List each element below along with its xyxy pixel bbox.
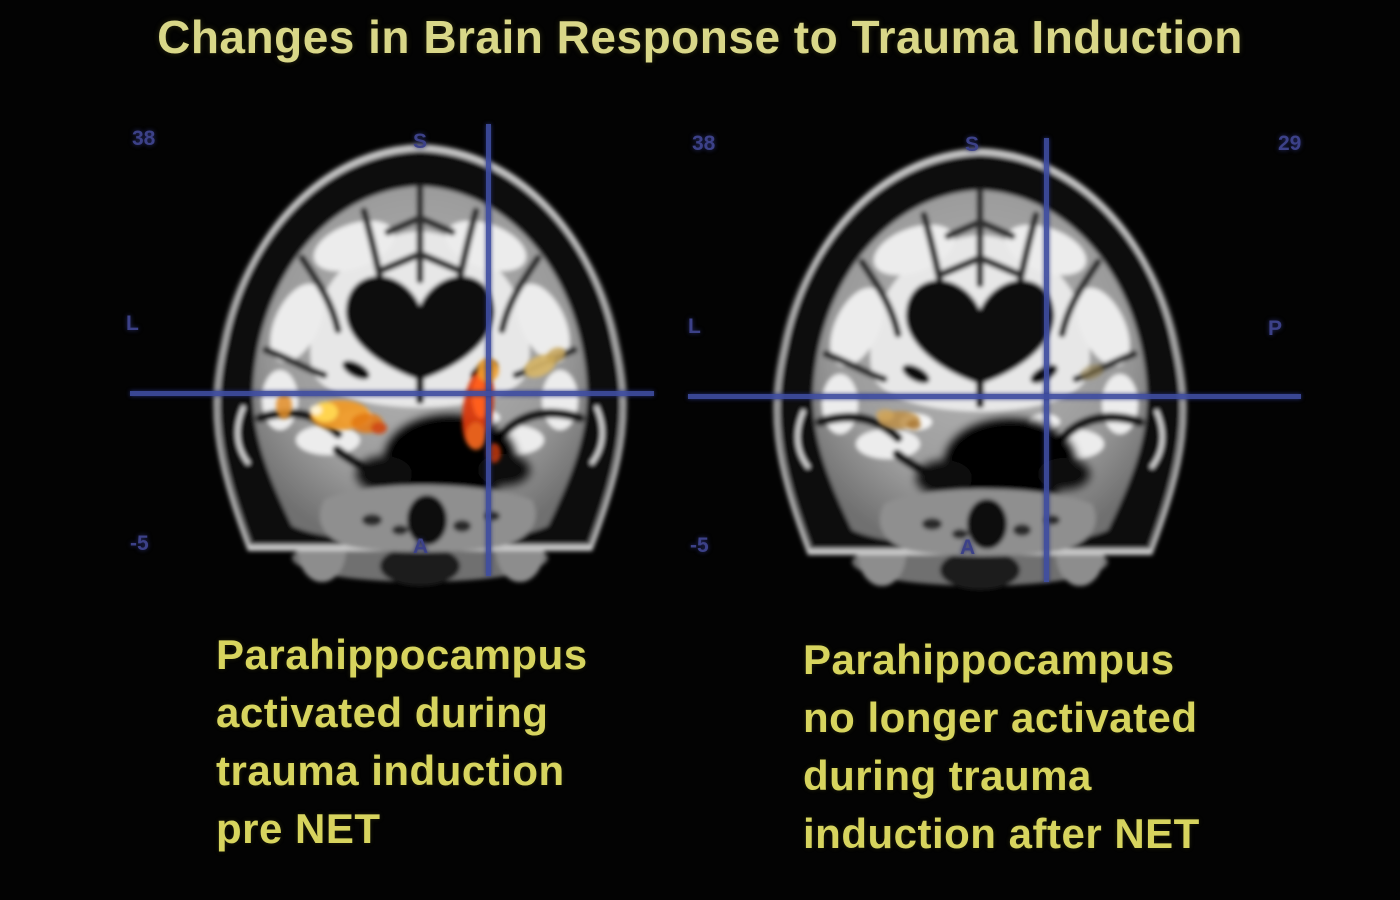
orientation-label-anterior-pre: A xyxy=(413,535,429,558)
caption-pre-net: Parahippocampus activated during trauma … xyxy=(216,626,588,858)
crosshair-vertical-line-post xyxy=(1044,138,1049,582)
orientation-label-left-pre: L xyxy=(126,312,139,335)
brain-scan-post-net-image xyxy=(692,122,1252,592)
caption-line: pre NET xyxy=(216,805,381,852)
crosshair-horizontal-line-post xyxy=(688,394,1301,399)
caption-line: Parahippocampus xyxy=(803,636,1175,683)
caption-line: activated during xyxy=(216,689,549,736)
orientation-label-anterior-post: A xyxy=(960,536,976,559)
orientation-label-slice2-post: 29 xyxy=(1278,132,1302,155)
caption-line: no longer activated xyxy=(803,694,1198,741)
orientation-label-slice-post: 38 xyxy=(692,132,716,155)
orientation-label-superior-pre: S xyxy=(413,130,428,153)
crosshair-horizontal-line-pre xyxy=(130,391,654,396)
slide-title: Changes in Brain Response to Trauma Indu… xyxy=(157,11,1243,63)
caption-line: Parahippocampus xyxy=(216,631,588,678)
orientation-label-slice-pre: 38 xyxy=(132,127,156,150)
mri-panel-pre-net xyxy=(132,118,692,588)
crosshair-vertical-line-pre xyxy=(486,124,491,576)
caption-line: trauma induction xyxy=(216,747,565,794)
orientation-label-coord-post: -5 xyxy=(690,534,709,557)
orientation-label-posterior-post: P xyxy=(1268,317,1283,340)
brain-scan-pre-net-image xyxy=(132,118,692,588)
mri-panel-post-net xyxy=(692,122,1252,592)
caption-line: induction after NET xyxy=(803,810,1200,857)
orientation-label-coord-pre: -5 xyxy=(130,532,149,555)
caption-line: during trauma xyxy=(803,752,1092,799)
caption-post-net: Parahippocampus no longer activated duri… xyxy=(803,631,1200,863)
orientation-label-superior-post: S xyxy=(965,133,980,156)
orientation-label-left-post: L xyxy=(688,315,701,338)
